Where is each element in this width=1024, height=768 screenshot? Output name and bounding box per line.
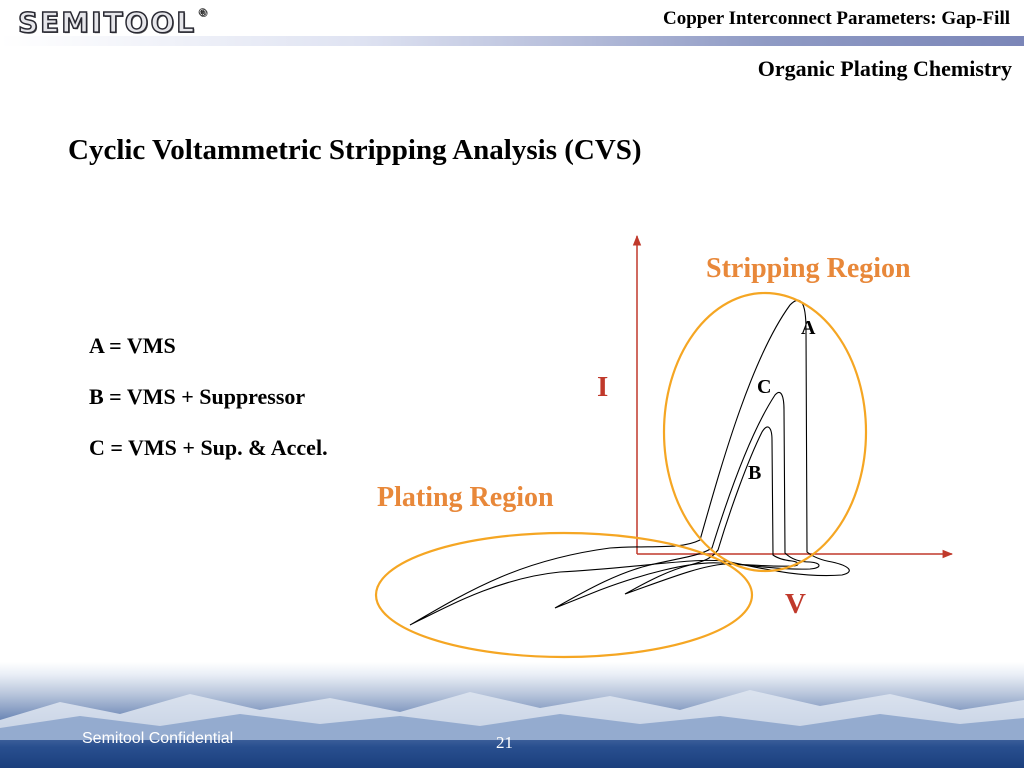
curve-label-c: C [757,376,772,398]
legend-item-b: B = VMS + Suppressor [89,384,306,409]
curve-c [554,391,820,609]
header-bar [0,36,1024,46]
page-number: 21 [496,733,513,752]
registered-mark: ® [197,6,211,19]
curve-label-b: B [748,462,762,484]
semitool-logo: SEMITOOL® [17,5,211,40]
legend-item-a: A = VMS [89,333,176,358]
stripping-region-label: Stripping Region [706,253,911,284]
curve-label-a: A [801,317,816,339]
legend-item-c: C = VMS + Sup. & Accel. [89,435,328,460]
slide-subtitle: Organic Plating Chemistry [757,56,1012,81]
plating-region-label: Plating Region [377,482,554,513]
stripping-region-ellipse [662,291,868,573]
logo-text: SEMITOOL [17,5,197,40]
mountain-backdrop [0,690,1024,740]
slide-title: Cyclic Voltammetric Stripping Analysis (… [68,134,642,166]
y-axis-label: I [597,371,609,403]
curve-a [409,299,850,626]
plating-region-ellipse [374,531,754,659]
curve-b [624,426,799,595]
header-title: Copper Interconnect Parameters: Gap-Fill [662,8,1010,29]
legend: A = VMS B = VMS + Suppressor C = VMS + S… [89,333,328,486]
x-axis-label: V [785,588,806,620]
confidential-label: Semitool Confidential [82,730,234,747]
